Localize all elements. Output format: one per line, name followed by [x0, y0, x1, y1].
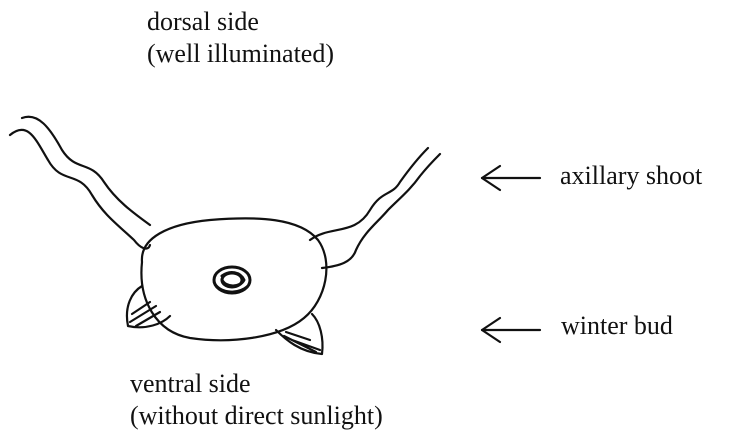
ventral-title: ventral side: [130, 368, 383, 400]
winter-bud-label: winter bud: [561, 310, 673, 342]
dorsal-title: dorsal side: [147, 6, 334, 38]
dorsal-side-label: dorsal side (well illuminated): [147, 6, 334, 70]
arrow-axillary-shoot: [482, 166, 540, 190]
dorsal-subtitle: (well illuminated): [147, 38, 334, 70]
left-axillary-shoot: [10, 117, 150, 249]
arrow-winter-bud: [482, 318, 540, 342]
central-body: [141, 218, 326, 340]
ventral-side-label: ventral side (without direct sunlight): [130, 368, 383, 432]
right-winter-bud: [276, 314, 323, 354]
central-scribble: [214, 267, 250, 293]
axillary-shoot-label: axillary shoot: [560, 160, 702, 192]
ventral-subtitle: (without direct sunlight): [130, 400, 383, 432]
right-axillary-shoot: [310, 148, 440, 268]
